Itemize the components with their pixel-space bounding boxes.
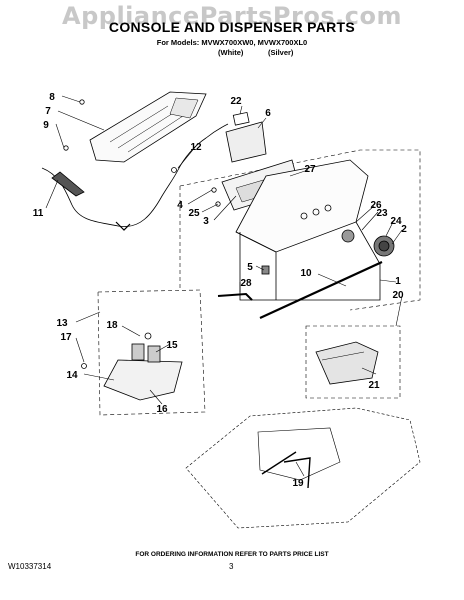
part-callout-20: 20 [392, 290, 404, 301]
part-callout-9: 9 [43, 120, 49, 131]
part-callout-23: 23 [376, 208, 388, 219]
part-callout-11: 11 [33, 208, 44, 219]
page-title: CONSOLE AND DISPENSER PARTS [108, 19, 356, 35]
variant-white: (White) [218, 48, 244, 57]
part-callout-2: 2 [401, 224, 407, 235]
document-number: W10337314 [8, 562, 52, 571]
part-callout-19: 19 [292, 478, 304, 489]
part-callout-26: 26 [370, 200, 382, 211]
part-callout-6: 6 [265, 108, 271, 119]
variant-silver: (Silver) [268, 48, 294, 57]
part-callout-27: 27 [304, 164, 316, 175]
part-callout-5: 5 [247, 262, 253, 273]
ordering-note: FOR ORDERING INFORMATION REFER TO PARTS … [135, 551, 329, 558]
part-callout-16: 16 [156, 404, 168, 415]
part-callout-21: 21 [368, 380, 380, 391]
models-line: For Models: MVWX700XW0, MVWX700XL0 [156, 38, 308, 47]
part-callout-7: 7 [45, 106, 51, 117]
watermark: AppliancePartsPros.com [62, 2, 402, 30]
part-callout-10: 10 [300, 268, 312, 279]
page-number: 3 [229, 562, 234, 571]
part-callout-13: 13 [56, 318, 68, 329]
part-callout-1: 1 [395, 276, 401, 287]
part-callout-12: 12 [190, 142, 202, 153]
part-callout-8: 8 [49, 92, 55, 103]
part-callout-17: 17 [60, 332, 72, 343]
part-callout-3: 3 [203, 216, 209, 227]
part-callout-25: 25 [188, 208, 200, 219]
part-callout-28: 28 [240, 278, 252, 289]
part-callout-15: 15 [166, 340, 178, 351]
part-callout-24: 24 [390, 216, 402, 227]
part-callout-14: 14 [66, 370, 78, 381]
part-callout-22: 22 [230, 96, 242, 107]
part-callout-18: 18 [106, 320, 118, 331]
part-callout-4: 4 [177, 200, 183, 211]
